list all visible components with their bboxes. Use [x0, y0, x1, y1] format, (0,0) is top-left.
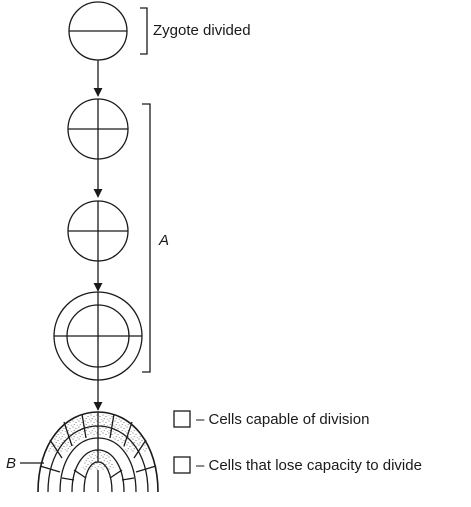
legend-swatch-dividing: [173, 410, 191, 428]
zygote-label: Zygote divided: [153, 22, 251, 39]
zygote-cell: [68, 1, 128, 61]
legend-text-non-dividing: – Cells that lose capacity to divide: [196, 457, 422, 474]
bracket-a-label: A: [158, 232, 169, 249]
four-cell-stage: [67, 98, 129, 160]
bracket-a: [142, 103, 151, 373]
four-cell-stage-2: [67, 200, 129, 262]
meristem-dome: [37, 411, 159, 493]
layered-cell-stage: [53, 291, 143, 381]
pointer-b-label: B: [6, 455, 16, 472]
legend-swatch-non-dividing: [173, 456, 191, 474]
legend-text-dividing: – Cells capable of division: [196, 411, 369, 428]
zygote-bracket: [140, 7, 148, 55]
legend: – Cells capable of division – Cells that…: [173, 410, 422, 474]
